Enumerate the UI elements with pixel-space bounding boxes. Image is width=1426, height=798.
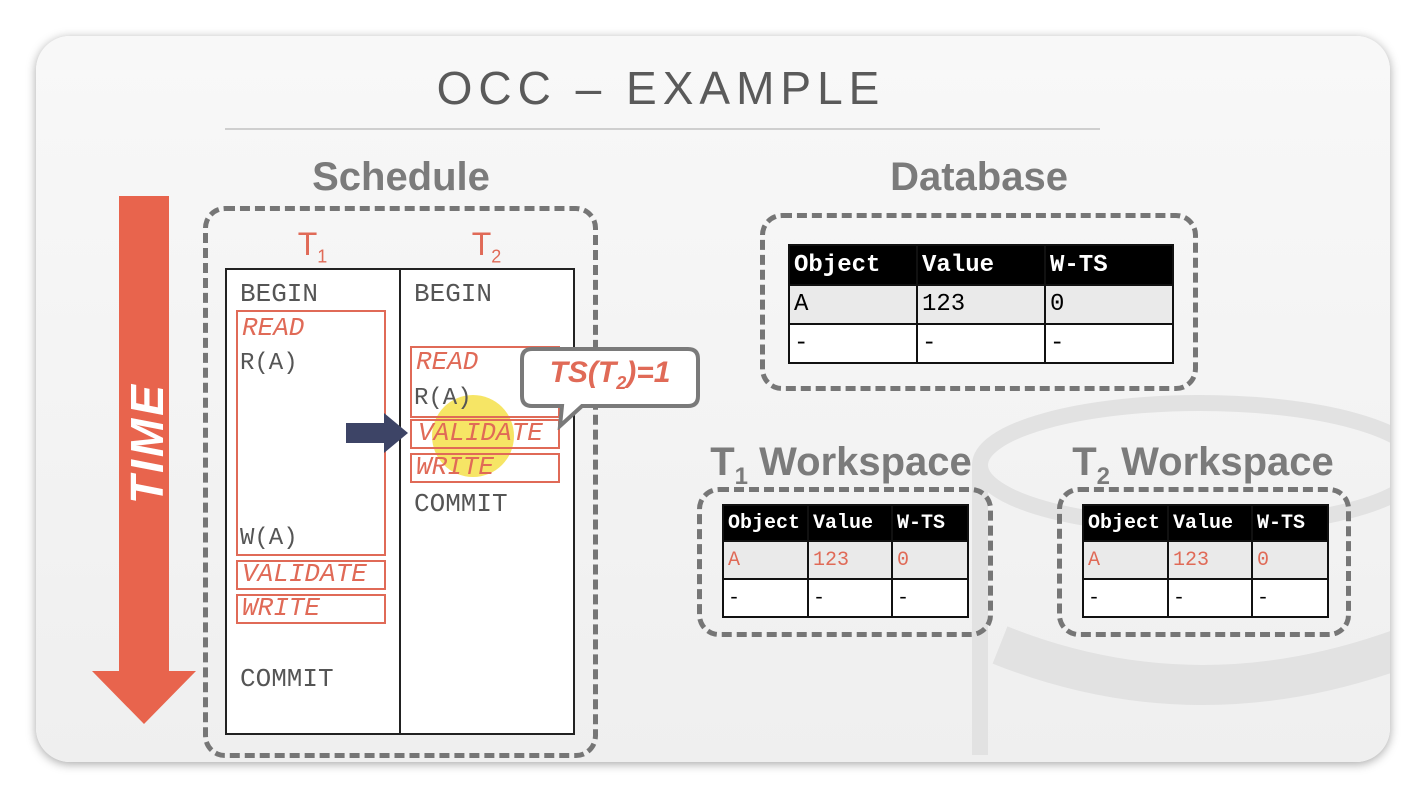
- t1-read-op: R(A): [240, 350, 298, 377]
- database-col-value: Value: [916, 244, 1046, 286]
- t1-write-box: [236, 594, 386, 624]
- t2-label: T2: [471, 226, 502, 267]
- t1-workspace-frame: [697, 487, 993, 637]
- table-row: A 123 0: [1082, 540, 1329, 580]
- t2-col-value: Value: [1167, 504, 1253, 542]
- t1-validate-box: [236, 560, 386, 590]
- slide-title: OCC – EXAMPLE: [436, 62, 886, 114]
- table-row: - - -: [722, 578, 969, 618]
- t1-cell: -: [722, 578, 809, 618]
- t2-cell: -: [1082, 578, 1169, 618]
- t2-cell: 123: [1167, 540, 1253, 580]
- t1-read-label: READ: [242, 313, 305, 343]
- t1-cell: 0: [891, 540, 969, 580]
- schedule-frame: [203, 206, 598, 758]
- t2-cell: -: [1251, 578, 1329, 618]
- table-row: - - -: [1082, 578, 1329, 618]
- pointer-arrow-icon: [346, 413, 408, 453]
- t2-cell: 0: [1251, 540, 1329, 580]
- t1-cell: -: [807, 578, 893, 618]
- cursor-highlight: [432, 395, 514, 477]
- t2-validate-box: [410, 419, 560, 449]
- database-cell: -: [788, 323, 918, 364]
- t2-col-wts: W-TS: [1251, 504, 1329, 542]
- database-heading: Database: [890, 155, 1068, 199]
- database-col-object: Object: [788, 244, 918, 286]
- database-cell: -: [916, 323, 1046, 364]
- table-row: - - -: [788, 323, 1174, 364]
- t2-commit: COMMIT: [414, 489, 508, 519]
- database-col-wts: W-TS: [1044, 244, 1174, 286]
- timestamp-callout-bubble: [520, 347, 700, 430]
- time-arrow-icon: [92, 196, 196, 724]
- t2-workspace-table: Object Value W-TS A 123 0 - - -: [1082, 504, 1329, 618]
- t1-begin: BEGIN: [240, 279, 319, 309]
- database-frame: [760, 213, 1198, 391]
- t1-col-value: Value: [807, 504, 893, 542]
- t2-read-op: R(A): [414, 385, 472, 412]
- t2-cell: A: [1082, 540, 1169, 580]
- t1-cell: A: [722, 540, 809, 580]
- title-divider: [225, 128, 1100, 130]
- t1-cell: -: [891, 578, 969, 618]
- table-row: A 123 0: [722, 540, 969, 580]
- t2-write-box: [410, 453, 560, 483]
- t2-col-object: Object: [1082, 504, 1169, 542]
- t1-validate-label: VALIDATE: [242, 559, 367, 589]
- t1-cell: 123: [807, 540, 893, 580]
- t1-col-wts: W-TS: [891, 504, 969, 542]
- t2-write-label: WRITE: [416, 452, 495, 482]
- t2-cell: -: [1167, 578, 1253, 618]
- t1-commit: COMMIT: [240, 664, 334, 694]
- database-table: Object Value W-TS A 123 0 - - -: [788, 244, 1174, 364]
- t2-workspace-heading: T2 Workspace: [1072, 440, 1334, 490]
- t1-workspace-table: Object Value W-TS A 123 0 - - -: [722, 504, 969, 618]
- database-cell: A: [788, 284, 918, 325]
- database-cell: 123: [916, 284, 1046, 325]
- t1-column: [225, 268, 401, 735]
- t1-write-op: W(A): [240, 525, 298, 552]
- t2-validate-label: VALIDATE: [418, 418, 543, 448]
- database-cell: 0: [1044, 284, 1174, 325]
- time-label: TIME: [121, 382, 173, 504]
- table-row: A 123 0: [788, 284, 1174, 325]
- t2-workspace-frame: [1057, 487, 1351, 637]
- database-cell: -: [1044, 323, 1174, 364]
- t1-col-object: Object: [722, 504, 809, 542]
- t2-begin: BEGIN: [414, 279, 493, 309]
- schedule-heading: Schedule: [312, 155, 490, 199]
- timestamp-callout-text: TS(T2)=1: [549, 356, 671, 393]
- t1-workspace-heading: T1 Workspace: [710, 440, 972, 490]
- t1-write-label: WRITE: [242, 593, 321, 623]
- t2-read-label: READ: [416, 347, 479, 377]
- t2-column: [399, 268, 575, 735]
- t1-label: T1: [297, 226, 328, 267]
